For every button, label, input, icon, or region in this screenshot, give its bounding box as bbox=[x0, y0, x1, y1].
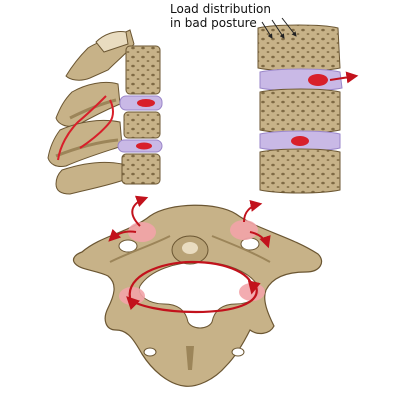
annotation-line-1: Load distribution bbox=[170, 2, 271, 16]
load-arrows bbox=[108, 195, 271, 314]
load-annotation: Load distribution in bad posture bbox=[170, 2, 297, 39]
arrow-up-left bbox=[131, 195, 149, 227]
pointer-arrow-3 bbox=[281, 17, 297, 37]
arrow-right bbox=[249, 231, 271, 249]
arrow-left bbox=[108, 228, 137, 242]
arrow-up-right bbox=[243, 200, 263, 223]
vertebral-section-icon bbox=[257, 24, 359, 194]
cervical-vertebra-superior-view-icon bbox=[72, 204, 323, 387]
rotation-arrow-top bbox=[128, 260, 261, 299]
lateral-cervical-spine-icon bbox=[47, 29, 163, 195]
annotation-line-2: in bad posture bbox=[170, 16, 257, 30]
pointer-arrow-2 bbox=[271, 19, 285, 39]
rotation-arrow-bottom bbox=[126, 285, 258, 314]
pointer-arrow-1 bbox=[261, 21, 273, 39]
